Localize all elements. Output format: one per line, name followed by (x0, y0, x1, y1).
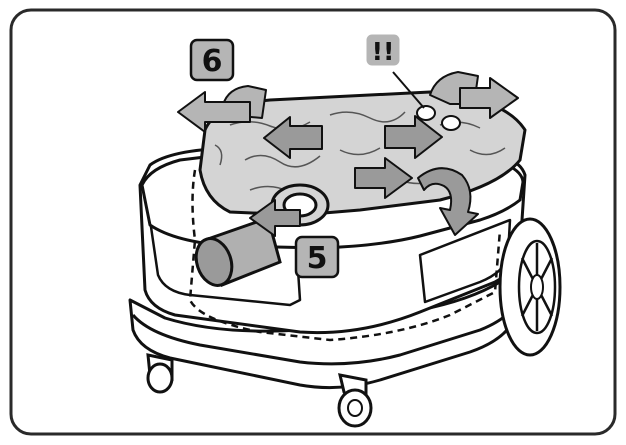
curved-arrow-icon (417, 167, 479, 236)
warning-badge-icon (189, 38, 235, 82)
straight-arrow-icon (354, 157, 413, 199)
step-5-label: 5 (307, 241, 328, 276)
step-5-badge: 5 (294, 235, 340, 279)
front-caster-right (337, 373, 373, 428)
bag-seal-points (416, 105, 461, 131)
step-6-badge: 6 (189, 38, 235, 82)
curved-arrow-icon (429, 71, 519, 119)
vacuum-base-lip (131, 299, 520, 366)
bag-arrows (249, 115, 443, 237)
warning-pointer (392, 71, 425, 109)
curved-arrow-icon (177, 85, 267, 133)
bag-dashed-outline (188, 169, 502, 342)
warning-badge-icon (365, 33, 401, 67)
straight-arrow-icon (263, 116, 323, 159)
rear-wheel (498, 217, 562, 357)
warning-label: !! (372, 37, 395, 66)
warning-badge: !! (365, 33, 401, 67)
step-6-label: 6 (202, 44, 223, 79)
front-caster-left (146, 353, 174, 394)
warning-badge-icon (294, 235, 340, 279)
straight-arrow-icon (384, 115, 443, 159)
straight-arrow-icon (249, 199, 301, 237)
hose-stub (194, 216, 282, 287)
